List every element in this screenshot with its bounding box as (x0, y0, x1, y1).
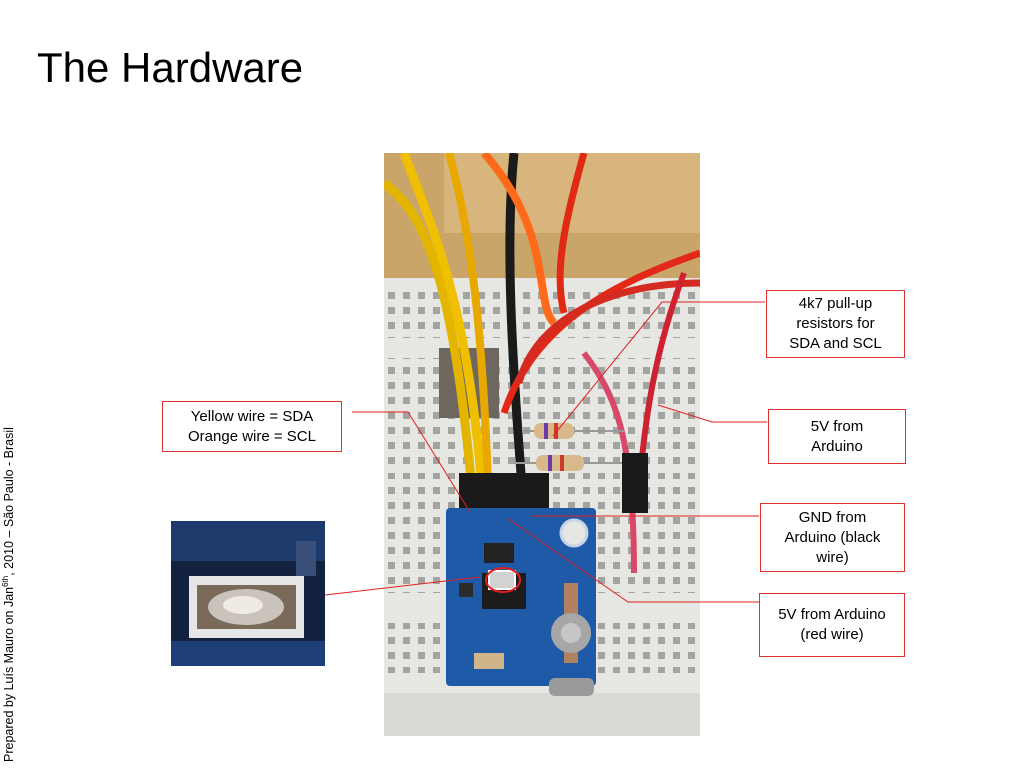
callout-line: GND from (798, 508, 867, 526)
callout-5v-from-arduino: 5V from Arduino (768, 409, 906, 464)
callout-scl-line: Orange wire = SCL (188, 427, 316, 445)
callout-line: SDA and SCL (789, 335, 882, 352)
callout-line: 5V from (810, 417, 864, 435)
callout-sda-line: Yellow wire = SDA (190, 407, 314, 425)
callout-line: wire) (816, 548, 849, 566)
solder-jumper-closeup (171, 521, 325, 666)
callout-line: 5V from Arduino (778, 606, 886, 623)
callout-sda-scl: Yellow wire = SDA Orange wire = SCL (162, 401, 342, 452)
callout-line: (red wire) (800, 626, 864, 643)
callout-5v-red-wire: 5V from Arduino (red wire) (759, 593, 905, 657)
slide-title: The Hardware (37, 44, 304, 91)
breadboard-sensor-photo (384, 153, 700, 736)
callout-line: 4k7 pull-up (798, 295, 873, 312)
callout-pullup-resistors: 4k7 pull-up resistors for SDA and SCL (766, 290, 905, 358)
callout-line: resistors for (796, 315, 875, 332)
callout-gnd-from-arduino: GND from Arduino (black wire) (760, 503, 905, 572)
callout-line: Arduino (811, 437, 863, 455)
side-credit: Prepared by Luís Mauro on Jan6th, 2010 –… (0, 427, 16, 762)
callout-line: Arduino (black (784, 528, 881, 546)
